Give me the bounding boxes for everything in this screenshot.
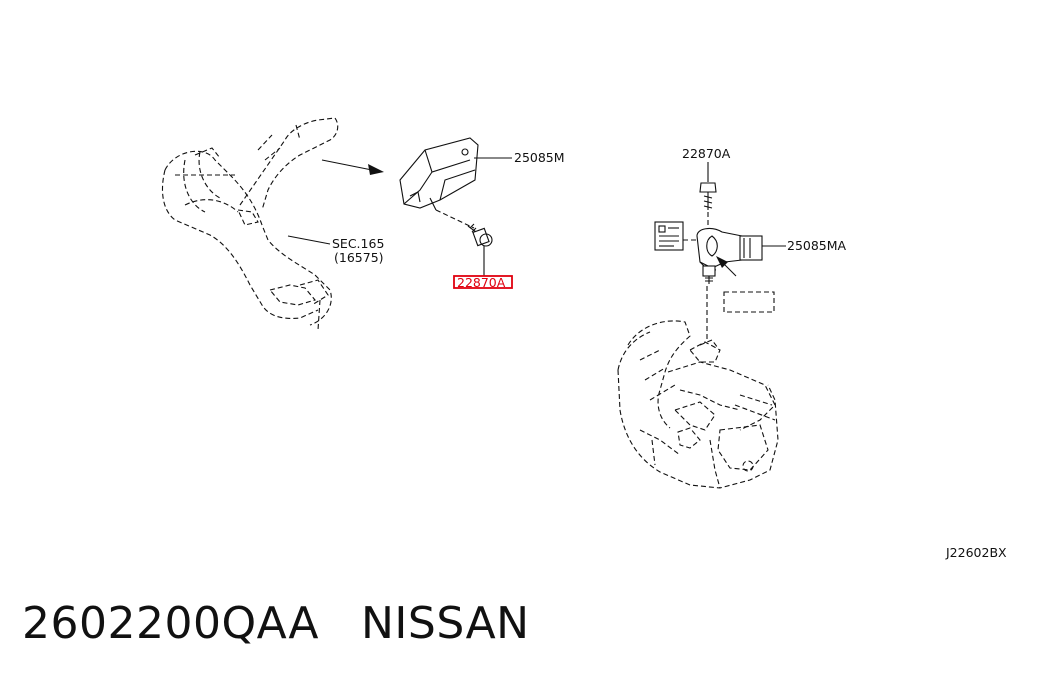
install-line-left bbox=[435, 209, 475, 229]
bolt-22870A-left bbox=[467, 223, 493, 276]
air-duct-section-165 bbox=[161, 117, 339, 331]
sensor-25085MA bbox=[696, 227, 763, 284]
brand-name: NISSAN bbox=[361, 598, 530, 649]
pointer-arrow bbox=[716, 256, 737, 277]
dashed-note-box bbox=[723, 291, 775, 313]
part-number: 2602200QAA bbox=[22, 598, 320, 649]
sensor-part-label: 25085MA bbox=[787, 238, 847, 253]
section-ref-label: SEC.165 bbox=[332, 236, 384, 251]
part-caption: 2602200QAA NISSAN bbox=[22, 598, 530, 649]
bracket-part-label: 25085M bbox=[514, 150, 565, 165]
direction-arrow bbox=[321, 159, 384, 175]
bracket-25085M bbox=[399, 137, 479, 211]
label-plate-icon bbox=[654, 221, 684, 251]
diagram-id-label: J22602BX bbox=[945, 545, 1007, 560]
bolt-part-label-left: 22870A bbox=[457, 275, 506, 290]
highlight-box bbox=[453, 275, 513, 289]
leader-sec165 bbox=[287, 235, 331, 245]
bolt-part-label-right: 22870A bbox=[682, 146, 731, 161]
bolt-22870A-right bbox=[699, 182, 717, 210]
section-sub-label: (16575) bbox=[334, 250, 384, 265]
intake-manifold bbox=[617, 320, 779, 489]
